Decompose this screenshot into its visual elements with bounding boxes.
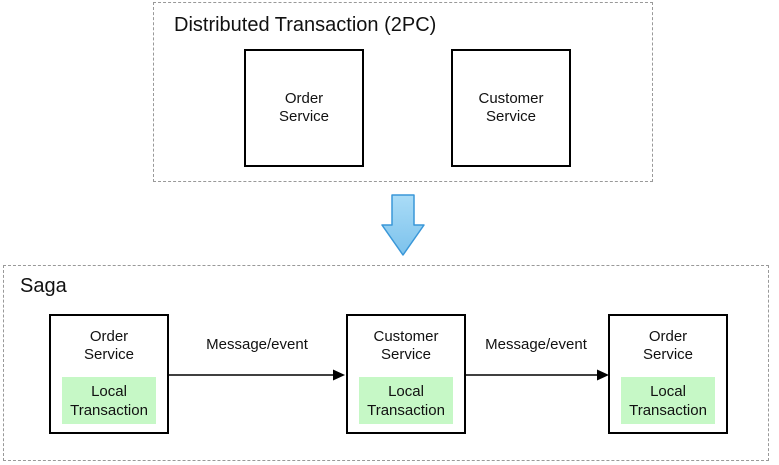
- local-transaction-box: Local Transaction: [62, 377, 156, 424]
- down-block-arrow-icon: [381, 194, 425, 256]
- 2pc-group-box: Distributed Transaction (2PC) Order Serv…: [153, 2, 653, 182]
- service-label: Order Service: [278, 90, 330, 125]
- service-label: Order Service: [642, 328, 694, 363]
- service-label: Customer Service: [478, 90, 544, 125]
- local-transaction-box: Local Transaction: [621, 377, 715, 424]
- message-event-label: Message/event: [206, 336, 308, 353]
- arrow-head: [597, 369, 609, 381]
- arrow-head: [333, 369, 345, 381]
- local-transaction-box: Local Transaction: [359, 377, 453, 424]
- saga-order-service-box-1: Order Service Local Transaction: [49, 314, 169, 434]
- right-arrow-icon: [169, 369, 345, 381]
- saga-group-box: Saga Order Service Local Transaction Cus…: [3, 265, 769, 461]
- saga-title: Saga: [20, 275, 67, 297]
- 2pc-title: Distributed Transaction (2PC): [174, 14, 437, 36]
- service-label: Customer Service: [373, 328, 439, 363]
- 2pc-customer-service-box: Customer Service: [451, 49, 571, 167]
- down-arrow-shape: [381, 194, 425, 256]
- service-label: Order Service: [83, 328, 135, 363]
- 2pc-order-service-box: Order Service: [244, 49, 364, 167]
- message-event-label: Message/event: [485, 336, 587, 353]
- saga-order-service-box-2: Order Service Local Transaction: [608, 314, 728, 434]
- saga-customer-service-box: Customer Service Local Transaction: [346, 314, 466, 434]
- right-arrow-icon: [464, 369, 609, 381]
